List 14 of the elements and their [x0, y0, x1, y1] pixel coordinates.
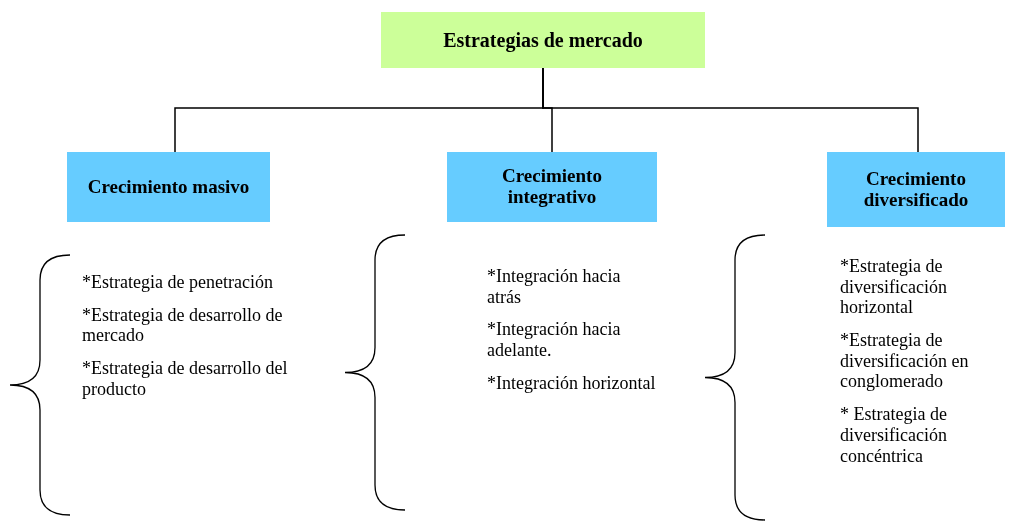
connector-line	[542, 67, 919, 153]
title-box: Estrategias de mercado	[381, 12, 705, 68]
list-item: *Estrategia de penetración	[82, 272, 274, 293]
list-item: *Estrategia de diversificación horizontal	[840, 256, 948, 319]
list-item: *Integración hacia adelante.	[487, 319, 622, 361]
list-item: *Integración horizontal	[487, 372, 657, 394]
category-box: Crecimiento diversificado	[827, 152, 1005, 227]
category-box: Crecimiento integrativo	[447, 152, 657, 222]
list-item: *Estrategia de desarrollo del producto	[82, 358, 289, 400]
list-item: *Estrategia de desarrollo de mercado	[82, 304, 284, 347]
list-item: *Integración hacia atrás	[487, 266, 622, 308]
category-box: Crecimiento masivo	[67, 152, 270, 222]
list-item: *Estrategia de diversificación en conglomerado	[840, 330, 970, 393]
list-item: * Estrategia de diversificación concéntrica	[840, 404, 948, 467]
